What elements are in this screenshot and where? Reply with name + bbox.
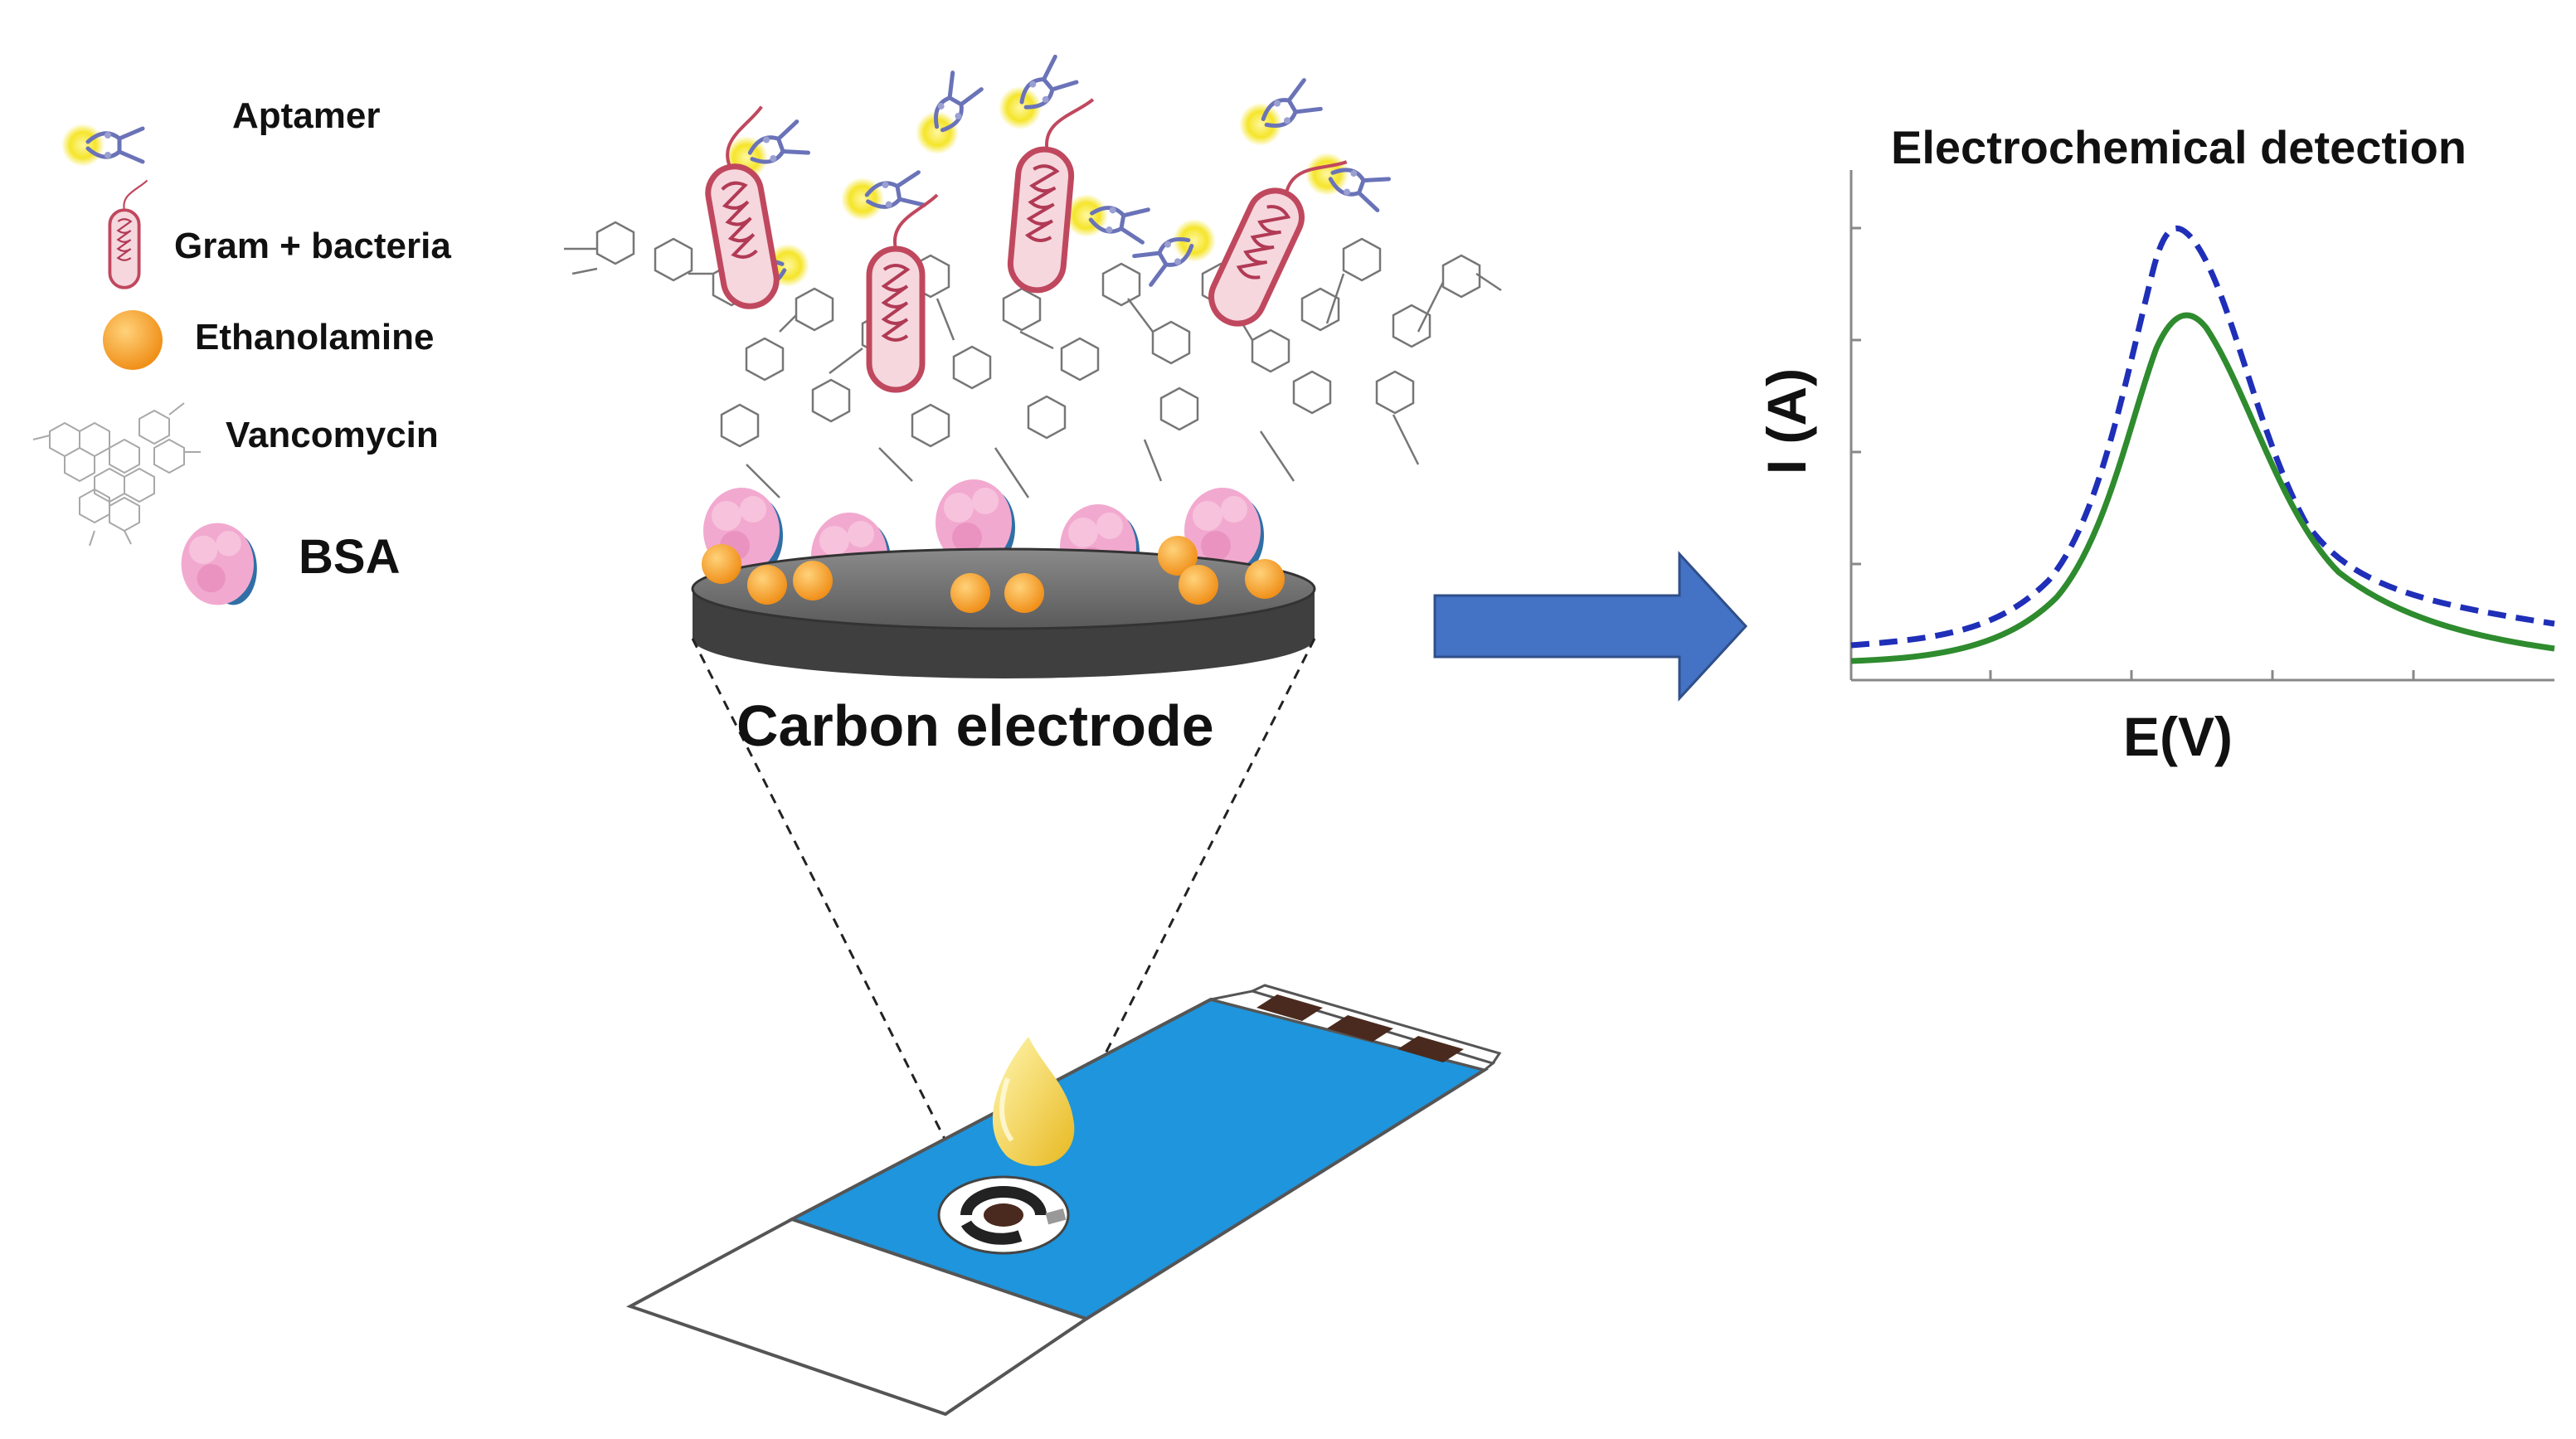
contact-pads — [1256, 994, 1464, 1062]
vancomycin-icon — [32, 402, 201, 547]
curve-dashed — [1850, 225, 2555, 649]
legend-label-bsa: BSA — [299, 530, 401, 584]
working-electrode-area — [937, 1175, 1070, 1255]
ethanolamine-icon — [103, 310, 163, 370]
screen-printed-electrode-strip — [626, 984, 1502, 1417]
legend-label-ethanolamine: Ethanolamine — [195, 317, 435, 357]
legend-label-bacteria: Gram + bacteria — [174, 226, 451, 266]
legend-label-vancomycin: Vancomycin — [226, 415, 439, 455]
electrode-disc — [691, 547, 1316, 678]
bsa-protein-icon — [181, 523, 257, 605]
ethanolamine-layer — [702, 536, 1285, 613]
graph-xlabel: E(V) — [2123, 706, 2233, 767]
graph-ylabel: I (A) — [1756, 367, 1818, 475]
vancomycin-network — [564, 221, 1502, 498]
curve-solid — [1850, 312, 2555, 664]
process-arrow — [1433, 551, 1748, 702]
zoom-lines — [691, 638, 1316, 1158]
graph-title: Electrochemical detection — [1891, 121, 2467, 173]
legend-label-aptamer: Aptamer — [232, 95, 381, 136]
aptamer-icon — [61, 124, 143, 167]
legend — [32, 124, 257, 605]
bacteria-icon — [108, 178, 149, 289]
sample-drop-icon — [992, 1037, 1075, 1166]
voltammogram — [1849, 170, 2555, 682]
electrode-label: Carbon electrode — [736, 693, 1214, 758]
graph-axes — [1849, 170, 2554, 682]
